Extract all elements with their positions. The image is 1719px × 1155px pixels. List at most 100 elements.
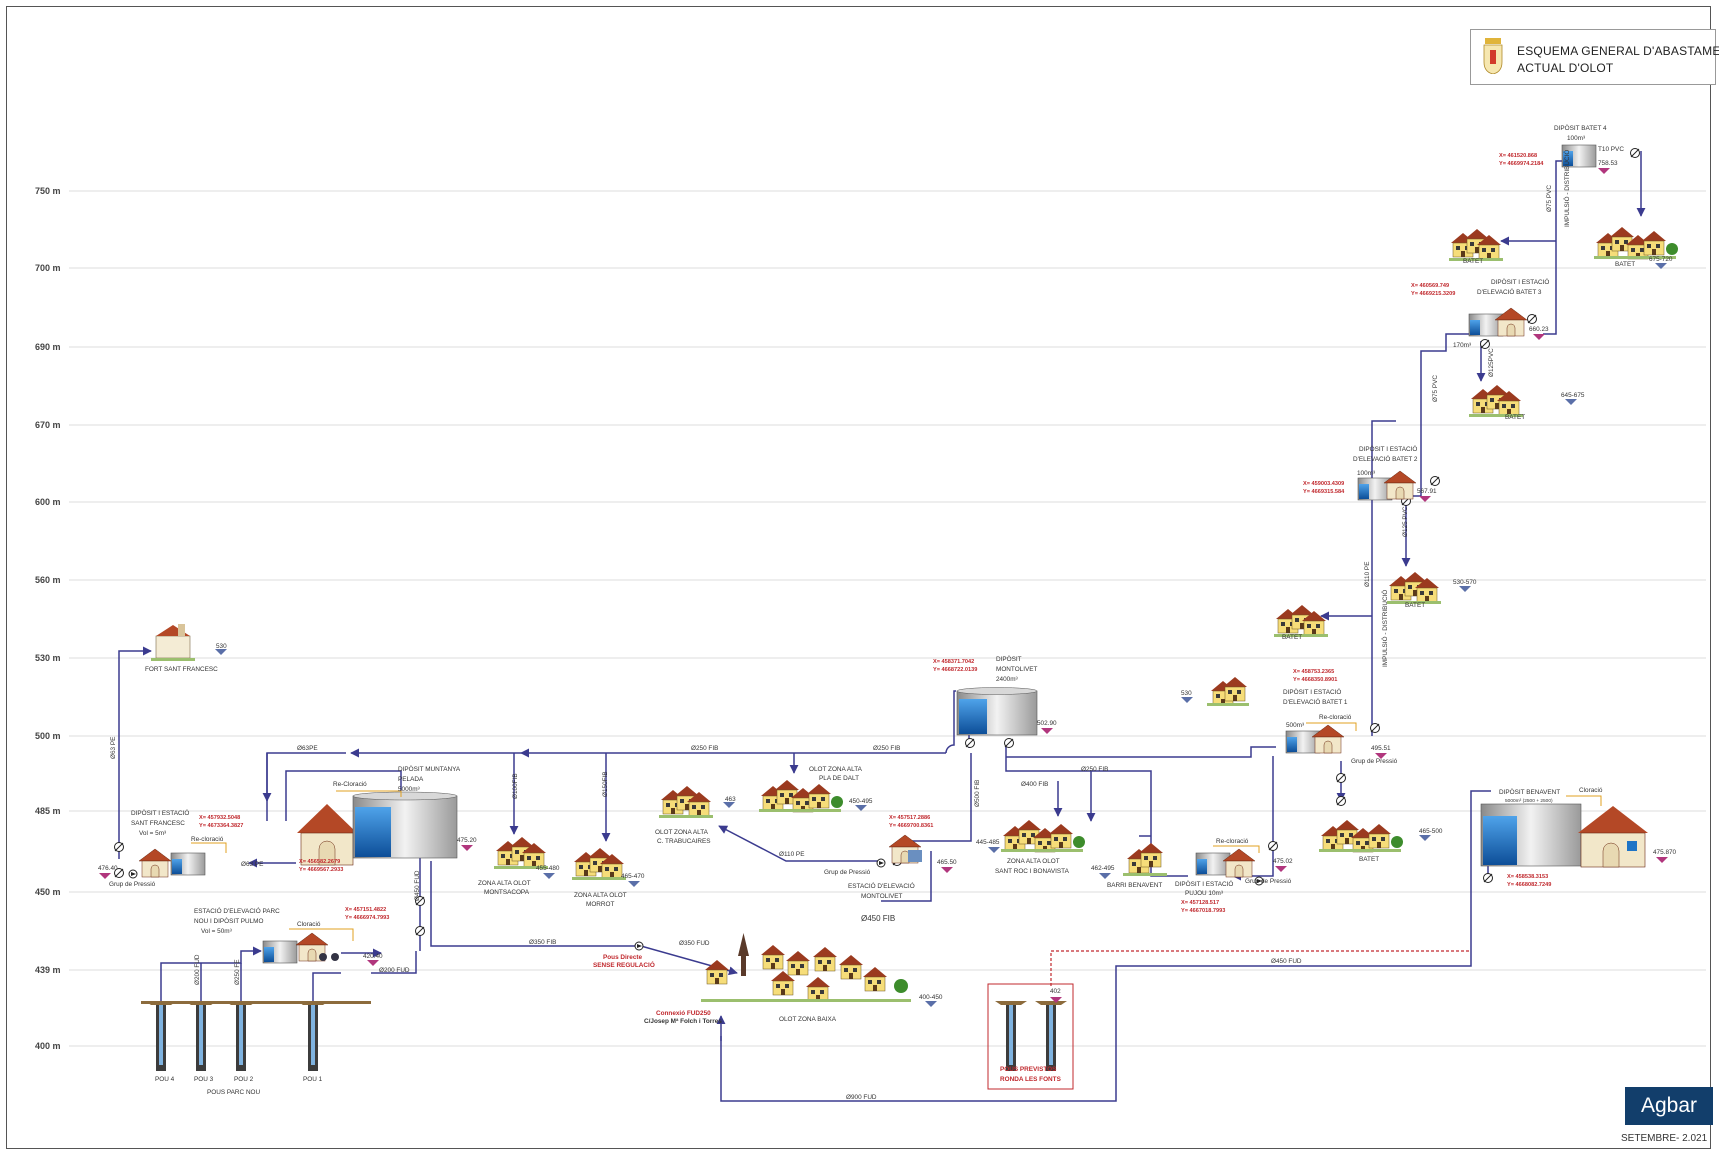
label-line: PELADA [398,776,424,783]
elevation-gridlines [69,190,1706,1047]
pipe-label: Ø63PE [297,745,318,752]
coord-x: X= 460569.749 [1411,283,1449,289]
label-line: C. TRABUCAIRES [657,838,711,845]
diposit-benavent: Cloració DIPÒSIT BENAVENT 5000m³ (2500 +… [1480,787,1677,888]
level-label: 400 m [35,1041,61,1051]
label-line: Vol = 5m³ [139,830,166,837]
coord-y: Y= 4668082.7249 [1507,882,1551,888]
olot-zona-baixa: OLOT ZONA BAIXA 400-450 Connexió FUD250 … [644,933,943,1025]
elev-value: 402 [1050,988,1061,995]
label-line: MONTOLIVET [996,666,1038,673]
pous-group-label: POUS PARC NOU [207,1089,261,1096]
pipe-label: Ø110 PE [779,851,804,858]
elev-value: 400-450 [919,994,943,1001]
coord-y: Y= 4669215.3209 [1411,291,1455,297]
coord-x: X= 457128.517 [1181,900,1219,906]
elev-value: 758.53 [1598,160,1618,167]
label-line: D'ELEVACIÓ BATET 1 [1283,697,1348,706]
batet-village-3: BATET 645-675 [1469,385,1585,421]
coord-x: X= 456582.2679 [299,859,340,865]
coord-y: Y= 4669567.2933 [299,867,343,873]
grup-pressio-label: Grup de Pressió [824,869,871,876]
pou-label: POU 1 [303,1076,323,1083]
level-label: 485 m [35,806,61,816]
elev-value: 675-720 [1649,256,1673,263]
recloracio-label: Re-cloració [1319,714,1352,721]
coord-x: X= 461520.868 [1499,153,1537,159]
fort-label: FORT SANT FRANCESC [145,666,218,673]
impulsio-label: IMPULSIÓ - DISTRIBUCIÓ [1562,150,1571,227]
label-line: POUS PREVISTOS [1000,1066,1057,1073]
batet-label: BATET [1405,602,1425,609]
pou-directe-note: Pous Directe SENSE REGULACIÓ [593,954,655,969]
footer-date: SETEMBRE- 2.021 [1621,1133,1708,1144]
label-line: MONTOLIVET [861,893,903,900]
label-line: DIPÒSIT BATET 4 [1554,123,1607,132]
label-line: SENSE REGULACIÓ [593,960,655,969]
label-line: Pous Directe [603,954,643,961]
batet-village-1: BATET 465-500 [1319,820,1443,863]
diposit-batet-1: Re-cloració DIPÒSIT I ESTACIÓ D'ELEVACIÓ… [1283,669,1398,765]
elev-value: 502.90 [1037,720,1057,727]
batet-small-village-530: 530 [1181,676,1249,706]
elev-value: 445-485 [976,839,1000,846]
coord-x: X= 458371.7042 [933,659,974,665]
cloracio-label: Cloració [297,921,321,928]
level-label: 600 m [35,497,61,507]
elev-value: 530-570 [1453,579,1477,586]
vol-label: 5000m³ (2500 + 2500) [1505,798,1553,804]
elev-value: 645-675 [1561,392,1585,399]
coord-x: X= 459003.4309 [1303,481,1344,487]
label-line: DIPÒSIT MUNTANYA [398,764,461,773]
label-line: 5000m³ [398,786,420,793]
fort-elev: 530 [216,643,227,650]
elev-value: 495.51 [1371,745,1391,752]
pipe-label: Ø75 PVC [1432,375,1439,402]
olot-zona-alta-pla-de-dalt: OLOT ZONA ALTA PLA DE DALT 450-495 [759,766,873,812]
pipe-label: Ø450 FUD [414,870,421,901]
pipe-label: Ø200 FUD [194,954,201,985]
grup-pressio-label: Grup de Pressió [1351,758,1398,765]
elev-value: 476.40 [98,865,118,872]
coord-y: Y= 4668350.8901 [1293,677,1337,683]
coord-y: Y= 4666974.7993 [345,915,389,921]
label-line: BARRI BENAVENT [1107,882,1162,889]
pou-label: POU 3 [194,1076,214,1083]
elev-value: 465.50 [937,859,957,866]
elev-value: 660.23 [1529,326,1549,333]
connexio-label: Connexió FUD250 [656,1010,711,1017]
pipe-label: Ø250 FIB [873,745,900,752]
coord-x: X= 457932.5048 [199,815,240,821]
label-line: PLA DE DALT [819,775,859,782]
pipe-label: Ø450 FIB [861,914,895,923]
coord-y: Y= 4669700.8361 [889,823,933,829]
zona-alta-montsacopa: ZONA ALTA OLOT MONTSACOPA 455-480 [478,837,560,896]
batet-label: BATET [1505,414,1525,421]
title-line-1: ESQUEMA GENERAL D'ABASTAMENT [1517,44,1719,58]
diposit-batet-3: DIPÒSIT I ESTACIÓ D'ELEVACIÓ BATET 3 170… [1411,277,1549,349]
pou-label: POU 2 [234,1076,254,1083]
elev-value: 465-500 [1419,828,1443,835]
diposit-batet-4: DIPÒSIT BATET 4 100m³ X= 461520.868 Y= 4… [1499,123,1624,174]
pou-label: POU 4 [155,1076,175,1083]
batet-village-2: BATET 530-570 [1387,572,1477,609]
pipe-label: Ø63 PE [110,737,117,759]
olot-zona-alta-trabucaires: OLOT ZONA ALTA C. TRABUCAIRES 463 [655,786,736,845]
label-line: D'ELEVACIÓ BATET 3 [1477,287,1542,296]
label-line: ZONA ALTA OLOT [1007,858,1060,865]
zona-alta-sant-roc-bonavista: ZONA ALTA OLOT SANT ROC I BONAVISTA 445-… [976,820,1085,875]
elev-value: 475.02 [1273,858,1293,865]
label-line: ESTACIÓ D'ELEVACIÓ [848,881,915,890]
batet-label: BATET [1615,261,1635,268]
coord-x: X= 458753.2365 [1293,669,1334,675]
diposit-batet-2: DIPÒSIT I ESTACIÓ D'ELEVACIÓ BATET 2 100… [1303,444,1437,502]
label-line: ZONA ALTA OLOT [574,892,627,899]
label-line: SANT FRANCESC [131,820,185,827]
recloracio-label: Re-cloració [191,836,224,843]
connexio-label: C/Josep Mª Folch i Torres [644,1018,722,1025]
elev-value: 462-495 [1091,865,1115,872]
label-line: Vol = 50m³ [201,928,232,935]
barri-benavent: BARRI BENAVENT 462-495 [1091,842,1167,889]
pipe-label: T10 PVC [1598,146,1624,153]
coord-x: X= 458538.3153 [1507,874,1548,880]
